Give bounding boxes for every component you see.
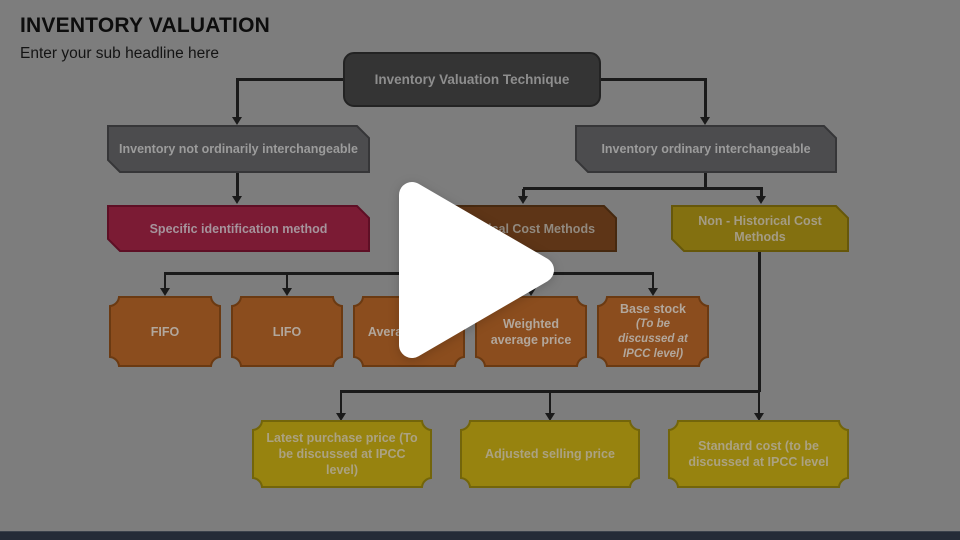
node-label: Adjusted selling price (485, 447, 615, 461)
node-label-main: Base stock (619, 302, 686, 317)
node-label: Inventory ordinary interchangeable (601, 142, 811, 156)
connector-arrowhead (231, 196, 242, 204)
connector-arrowhead (159, 288, 170, 296)
connector-line (236, 78, 239, 118)
connector-line (757, 392, 761, 414)
node-label: Latest purchase price (To be discussed a… (266, 431, 418, 477)
play-triangle-icon (399, 182, 554, 358)
connector-arrowhead (525, 288, 536, 296)
node-label-sub: (To be discussed at IPCC level) (618, 318, 688, 360)
node-latest-purchase-price: Latest purchase price (To be discussed a… (252, 420, 432, 488)
node-label: Standard cost (to be discussed at IPCC l… (688, 439, 829, 469)
connector-arrowhead (335, 413, 346, 421)
node-fifo: FIFO (109, 296, 221, 367)
connector-line (651, 274, 655, 289)
connector-arrowhead (755, 196, 766, 204)
play-button[interactable] (397, 179, 563, 361)
connector-arrowhead (699, 117, 710, 125)
connector-line (522, 189, 525, 197)
node-lifo: LIFO (231, 296, 343, 367)
connector-line (548, 392, 552, 414)
node-weighted-average-price: Weighted average price (475, 296, 587, 367)
connector-line (163, 274, 167, 289)
node-label: FIFO (150, 324, 180, 339)
connector-line (285, 274, 289, 289)
node-label: Weighted average price (490, 316, 572, 347)
node-label: LIFO (272, 324, 302, 339)
node-inventory-not-ordinarily-interchangeable: Inventory not ordinarily interchangeable (107, 125, 370, 173)
node-non-historical-cost-methods: Non - Historical Cost Methods (671, 205, 849, 252)
connector-arrowhead (544, 413, 555, 421)
node-inventory-valuation-technique: Inventory Valuation Technique (343, 52, 601, 107)
node-label: Specific identification method (149, 221, 328, 236)
connector-arrowhead (281, 288, 292, 296)
node-label: Non - Historical Cost Methods (698, 213, 822, 244)
connector-line (523, 187, 763, 190)
node-adjusted-selling-price: Adjusted selling price (460, 420, 640, 488)
connector-arrowhead (231, 117, 242, 125)
page-title: INVENTORY VALUATION (20, 14, 270, 37)
connector-line (339, 392, 343, 414)
node-label: Inventory Valuation Technique (374, 71, 570, 87)
connector-line (760, 189, 763, 197)
connector-line (340, 390, 760, 393)
connector-line (236, 173, 239, 197)
heading-block: INVENTORY VALUATION Enter your sub headl… (20, 14, 270, 63)
connector-line (599, 78, 707, 81)
video-player-bar[interactable] (0, 531, 960, 540)
node-label: Inventory not ordinarily interchangeable (119, 142, 358, 156)
node-base-stock: Base stock (To be discussed at IPCC leve… (597, 296, 709, 367)
connector-arrowhead (753, 413, 764, 421)
connector-line (237, 78, 345, 81)
connector-arrowhead (517, 196, 528, 204)
connector-line (758, 252, 761, 392)
connector-arrowhead (647, 288, 658, 296)
node-specific-identification-method: Specific identification method (107, 205, 370, 252)
node-label: Base stock (To be discussed at IPCC leve… (597, 296, 709, 367)
connector-line (704, 173, 707, 189)
node-inventory-ordinary-interchangeable: Inventory ordinary interchangeable (575, 125, 837, 173)
connector-line (704, 78, 707, 118)
node-standard-cost: Standard cost (to be discussed at IPCC l… (668, 420, 849, 488)
page-subtitle: Enter your sub headline here (20, 45, 220, 62)
